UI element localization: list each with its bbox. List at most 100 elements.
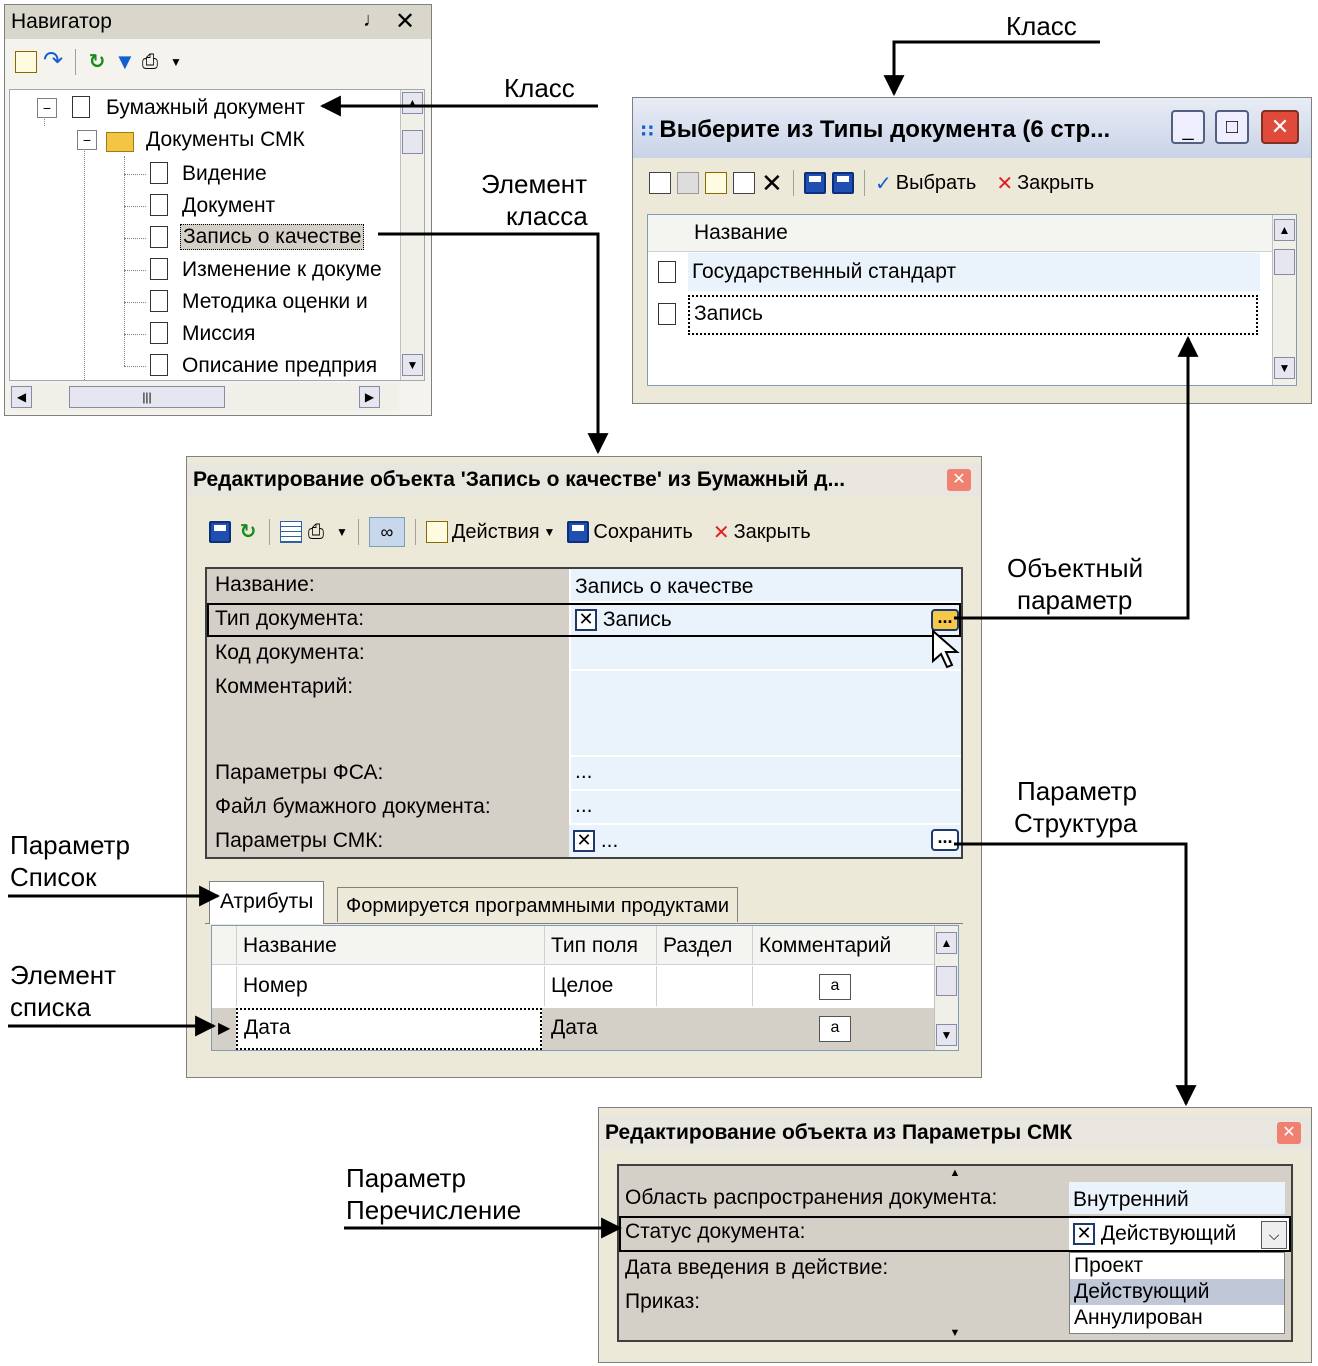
scroll-thumb[interactable]: ||| xyxy=(69,386,225,408)
tree-folder[interactable]: Документы СМК xyxy=(146,128,305,151)
collapse-toggle-icon[interactable]: − xyxy=(77,130,97,150)
new-document-icon[interactable] xyxy=(649,172,671,194)
close-window-button[interactable]: ✕ xyxy=(1261,110,1299,144)
table-icon[interactable] xyxy=(280,521,302,543)
scroll-up-button[interactable]: ▲ xyxy=(936,932,957,954)
prop-value[interactable]: ... xyxy=(571,757,961,789)
dropdown-chevron-icon[interactable]: ⌵ xyxy=(1261,1221,1287,1249)
close-button[interactable]: ✕Закрыть xyxy=(713,520,811,545)
grid-row-selected[interactable]: ▶ Дата Дата a xyxy=(212,1008,958,1050)
tab-attributes[interactable]: Атрибуты xyxy=(209,881,325,924)
tree-root[interactable]: Бумажный документ xyxy=(106,96,305,119)
copy-icon[interactable] xyxy=(733,172,755,194)
tree-item[interactable]: Изменение к докуме xyxy=(10,256,402,288)
browse-button[interactable]: ... xyxy=(931,828,959,851)
prop-value[interactable] xyxy=(571,637,961,669)
prop-value-cell[interactable]: ✕ Запись xyxy=(571,605,959,635)
grid-row[interactable]: Государственный стандарт xyxy=(648,253,1296,293)
prop-row[interactable]: Код документа: xyxy=(207,637,961,671)
close-button[interactable]: ✕Закрыть xyxy=(996,171,1094,196)
tree-item[interactable]: Описание предприя xyxy=(10,352,402,380)
prop-row[interactable]: Область распространения документа: Внутр… xyxy=(619,1182,1291,1216)
tab-generated[interactable]: Формируется программными продуктами xyxy=(337,887,739,922)
enum-select[interactable]: ✕ Действующий xyxy=(1069,1218,1289,1250)
prop-row[interactable]: Комментарий: xyxy=(207,671,961,757)
tree-item-selected[interactable]: Запись о качестве xyxy=(10,224,402,256)
browse-button[interactable]: ... xyxy=(931,608,959,631)
scroll-down-button[interactable]: ▼ xyxy=(1274,357,1295,379)
prop-row[interactable]: Параметры СМК: ✕ ... ... xyxy=(207,825,961,857)
prop-value[interactable]: Внутренний xyxy=(1069,1182,1285,1214)
scroll-left-button[interactable]: ◀ xyxy=(11,386,32,408)
dropdown-option[interactable]: Аннулирован xyxy=(1074,1306,1203,1329)
scroll-thumb[interactable] xyxy=(936,966,957,996)
scroll-up-button[interactable]: ▲ xyxy=(1274,219,1295,241)
close-window-button[interactable]: ✕ xyxy=(1277,1122,1301,1144)
filter-icon[interactable]: ▼ xyxy=(114,49,136,74)
chevron-down-icon[interactable]: ▼ xyxy=(170,55,182,69)
column-header[interactable]: Название xyxy=(236,926,544,964)
save-button[interactable]: Сохранить xyxy=(567,521,693,544)
tree-item[interactable]: Видение xyxy=(10,160,402,192)
grid-row-selected[interactable]: Запись xyxy=(648,295,1296,335)
edit-icon[interactable] xyxy=(705,172,727,194)
refresh-icon[interactable]: ↻ xyxy=(239,521,257,543)
maximize-button[interactable]: □ xyxy=(1215,110,1249,144)
actions-button[interactable]: Действия▼ xyxy=(425,521,555,544)
column-header[interactable]: Название xyxy=(694,221,788,244)
column-header[interactable]: Тип поля xyxy=(544,926,656,964)
dropdown-option-selected[interactable]: Действующий xyxy=(1070,1279,1284,1305)
print-icon[interactable]: ⎙ xyxy=(142,51,158,73)
chevron-down-icon[interactable]: ▼ xyxy=(336,525,348,539)
vertical-scrollbar[interactable]: ▲ ▼ xyxy=(934,926,958,1050)
clear-value-icon[interactable]: ✕ xyxy=(575,609,597,632)
select-button[interactable]: ✓Выбрать xyxy=(875,171,976,196)
dropdown-option[interactable]: Проект xyxy=(1074,1254,1144,1277)
pin-icon[interactable]: ♩ xyxy=(363,9,383,31)
save-all-icon[interactable] xyxy=(832,172,854,194)
print-icon[interactable]: ⎙ xyxy=(308,521,324,543)
prop-row-selected[interactable]: Статус документа: ✕ Действующий ⌵ xyxy=(619,1216,1291,1252)
comment-icon[interactable]: a xyxy=(819,1016,851,1042)
prop-value[interactable] xyxy=(571,671,961,755)
delete-icon[interactable]: ✕ xyxy=(761,168,783,198)
scroll-thumb[interactable] xyxy=(1274,249,1295,275)
clear-value-icon[interactable]: ✕ xyxy=(573,830,595,853)
save-icon[interactable] xyxy=(804,172,826,194)
column-header[interactable]: Раздел xyxy=(656,926,752,964)
refresh-icon[interactable]: ↻ xyxy=(88,51,106,73)
scroll-down-icon[interactable]: ▼ xyxy=(949,1327,961,1339)
tree-item[interactable]: Методика оценки и xyxy=(10,288,402,320)
prop-value-cell[interactable]: ✕ ... xyxy=(569,825,961,857)
close-window-button[interactable]: ✕ xyxy=(947,469,971,491)
scroll-thumb[interactable] xyxy=(402,130,423,154)
clear-value-icon[interactable]: ✕ xyxy=(1073,1223,1095,1246)
scroll-up-button[interactable]: ▲ xyxy=(402,92,423,114)
scroll-down-button[interactable]: ▼ xyxy=(402,354,423,376)
prop-value[interactable]: ... xyxy=(571,791,961,823)
edit-window-title-bar: Редактирование объекта 'Запись о качеств… xyxy=(187,463,981,497)
tree-item[interactable]: Миссия xyxy=(10,320,402,352)
minimize-button[interactable]: _ xyxy=(1171,110,1205,144)
save-icon[interactable] xyxy=(209,521,231,543)
column-header[interactable]: Комментарий xyxy=(752,926,918,964)
redo-arrow-icon[interactable]: ↷ xyxy=(43,47,64,74)
link-icon[interactable]: ∞ xyxy=(368,517,405,547)
open-folder-icon[interactable] xyxy=(677,172,699,194)
comment-icon[interactable]: a xyxy=(819,974,851,1000)
scroll-up-icon[interactable]: ▲ xyxy=(949,1167,961,1179)
prop-row-selected[interactable]: Тип документа: ✕ Запись ... xyxy=(207,603,961,637)
prop-row[interactable]: Параметры ФСА: ... xyxy=(207,757,961,791)
tree-item[interactable]: Документ xyxy=(10,192,402,224)
prop-value[interactable]: Запись о качестве xyxy=(571,569,961,601)
horizontal-scrollbar[interactable]: ◀ ||| ▶ xyxy=(9,383,399,411)
vertical-scrollbar[interactable]: ▲ ▼ xyxy=(1272,215,1296,385)
scroll-down-button[interactable]: ▼ xyxy=(936,1024,957,1046)
scroll-right-button[interactable]: ▶ xyxy=(359,386,380,408)
edit-icon[interactable] xyxy=(15,51,37,73)
collapse-toggle-icon[interactable]: − xyxy=(37,98,57,118)
prop-row[interactable]: Файл бумажного документа: ... xyxy=(207,791,961,825)
prop-row[interactable]: Название: Запись о качестве xyxy=(207,569,961,603)
close-icon[interactable]: ✕ xyxy=(395,8,416,35)
grid-row[interactable]: Номер Целое a xyxy=(212,966,958,1006)
